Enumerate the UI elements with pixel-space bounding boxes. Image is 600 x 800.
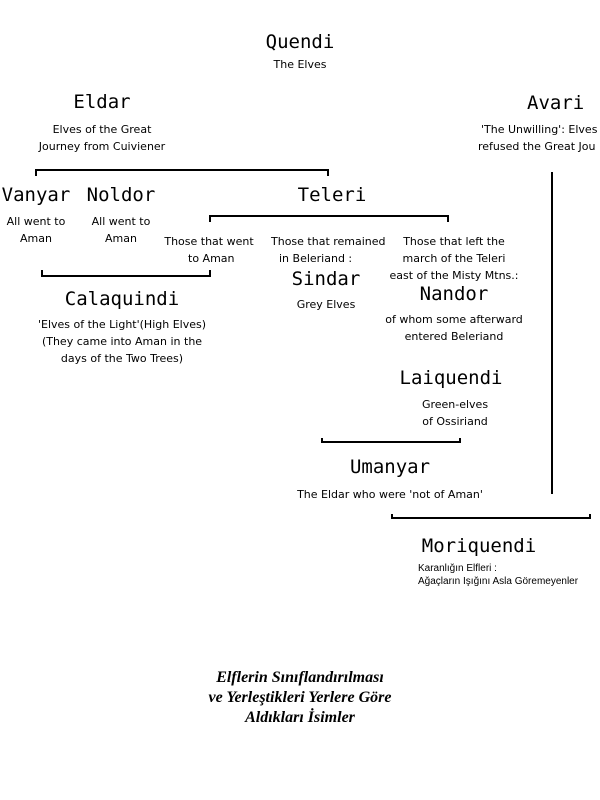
node-umanyar-name: Umanyar (349, 456, 431, 478)
node-quendi-name: Quendi (265, 31, 335, 53)
teleri-aman-desc-2: to Aman (188, 252, 235, 265)
caption-line-3: Aldıkları İsimler (245, 709, 355, 726)
node-nandor-name: Nandor (419, 283, 489, 305)
node-noldor-desc-2: Aman (105, 232, 137, 245)
node-nandor-desc-1: of whom some afterward (385, 313, 523, 326)
node-umanyar-desc: The Eldar who were 'not of Aman' (297, 488, 483, 501)
node-calaquindi-desc-3: days of the Two Trees) (60, 352, 184, 365)
teleri-left-desc-2: march of the Teleri (402, 252, 506, 265)
node-moriquendi-desc-2: Ağaçların Işığını Asla Göremeyenler (418, 576, 579, 587)
node-moriquendi-name: Moriquendi (421, 535, 537, 557)
node-eldar-name: Eldar (73, 91, 131, 113)
node-calaquindi-desc-1: 'Elves of the Light'(High Elves) (37, 318, 207, 331)
node-noldor-name: Noldor (86, 184, 156, 206)
node-noldor-desc-1: All went to (91, 215, 151, 228)
node-sindar-desc: Grey Elves (296, 298, 356, 311)
node-vanyar-desc-2: Aman (20, 232, 52, 245)
teleri-left-desc-1: Those that left the (403, 235, 505, 248)
bracket-calaquindi (41, 270, 211, 277)
teleri-aman-desc-1: Those that went (164, 235, 254, 248)
node-calaquindi-desc-2: (They came into Aman in the (41, 335, 203, 348)
node-quendi-desc: The Elves (273, 58, 327, 71)
node-avari-desc-2: refused the Great Jou (478, 140, 596, 153)
teleri-beleriand-desc-2: in Beleriand : (279, 252, 353, 265)
teleri-beleriand-desc-1: Those that remained (271, 235, 386, 248)
node-moriquendi-desc-1: Karanlığın Elfleri : (418, 563, 497, 574)
node-vanyar-name: Vanyar (1, 184, 71, 206)
caption-line-2: ve Yerleştikleri Yerlere Göre (208, 689, 392, 706)
bracket-eldar-subgroups (35, 169, 329, 176)
node-laiquendi-desc-2: of Ossiriand (422, 415, 488, 428)
node-vanyar-desc-1: All went to (6, 215, 66, 228)
node-laiquendi-desc-1: Green-elves (421, 398, 489, 411)
bracket-teleri-branches (209, 215, 449, 222)
node-calaquindi-name: Calaquindi (64, 288, 180, 310)
teleri-left-desc-3: east of the Misty Mtns.: (389, 269, 519, 282)
diagram-caption: Elflerin Sınıflandırılması ve Yerleştikl… (0, 668, 600, 728)
node-teleri-name: Teleri (297, 184, 367, 206)
node-eldar-desc-2: Journey from Cuiviener (38, 140, 166, 153)
node-laiquendi-name: Laiquendi (399, 367, 503, 389)
caption-line-1: Elflerin Sınıflandırılması (216, 669, 384, 686)
bracket-moriquendi (391, 514, 591, 519)
bracket-umanyar (321, 438, 461, 443)
node-avari-name: Avari (527, 92, 585, 114)
node-nandor-desc-2: entered Beleriand (404, 330, 504, 343)
node-sindar-name: Sindar (291, 268, 361, 290)
node-avari-desc-1: 'The Unwilling': Elves (481, 123, 598, 136)
node-eldar-desc-1: Elves of the Great (52, 123, 152, 136)
